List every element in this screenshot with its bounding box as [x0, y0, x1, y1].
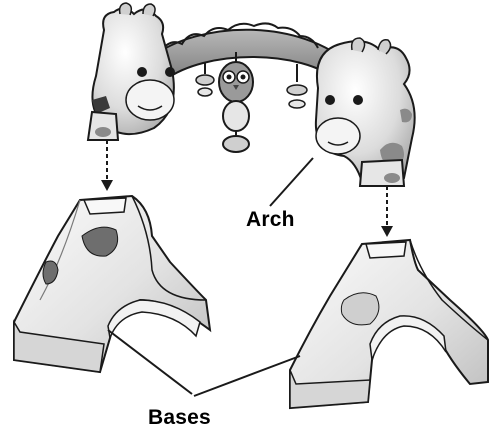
- giraffe-head-right: [316, 38, 415, 186]
- assembly-arrow-right: [381, 186, 393, 237]
- rattle-toy-left: [196, 62, 214, 96]
- label-arch: Arch: [246, 208, 295, 231]
- arch: [88, 3, 415, 186]
- rattle-toy-right: [287, 64, 307, 108]
- callout-lines-bases: [108, 330, 300, 396]
- giraffe-head-left: [88, 3, 175, 140]
- label-bases: Bases: [148, 406, 211, 429]
- base-left: [14, 196, 210, 372]
- owl-toy: [219, 52, 253, 152]
- assembly-arrow-left: [101, 140, 113, 191]
- callout-line-arch: [270, 158, 313, 206]
- base-right: [290, 240, 488, 408]
